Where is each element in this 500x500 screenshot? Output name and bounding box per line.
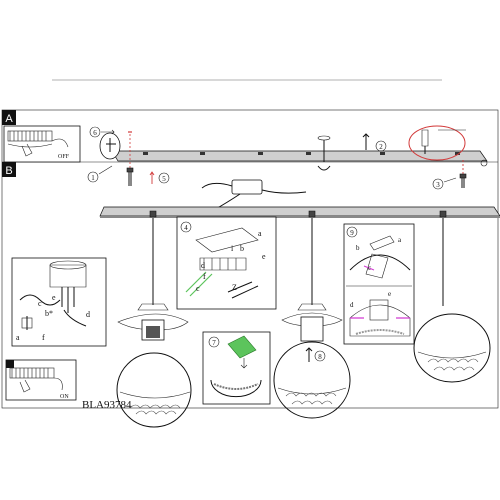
step-5: 5 bbox=[149, 171, 170, 184]
wiring-callout-e: e bbox=[262, 252, 266, 261]
left-pendant bbox=[116, 303, 192, 428]
wiring-callout-f: f bbox=[203, 272, 206, 281]
step9-callout-a: a bbox=[398, 236, 402, 244]
step-9-wiring-box: 9 a b c d e bbox=[343, 223, 415, 345]
on-label: ON bbox=[60, 394, 69, 400]
step-1-number: 1 bbox=[91, 174, 95, 182]
detail-callout-c: c bbox=[38, 299, 42, 308]
step-1: 1 bbox=[87, 165, 113, 183]
step-5-number: 5 bbox=[162, 175, 166, 183]
fixture-bar bbox=[99, 206, 500, 218]
step9-callout-b: b bbox=[356, 244, 360, 252]
ceiling-hook bbox=[317, 135, 331, 171]
step-6: 6 bbox=[89, 126, 115, 138]
step-9-number: 9 bbox=[350, 229, 354, 237]
step-7-crystal-box: 7 bbox=[202, 331, 271, 405]
step-4-number: 4 bbox=[184, 224, 188, 232]
wiring-callout-d: d bbox=[201, 261, 205, 270]
breaker-off-inset: OFF bbox=[3, 125, 81, 163]
model-code: BLA93784 bbox=[82, 399, 132, 411]
step9-callout-e: e bbox=[388, 290, 391, 298]
step-2-number: 2 bbox=[379, 143, 383, 151]
step-6-number: 6 bbox=[93, 129, 97, 137]
step9-callout-d: d bbox=[350, 301, 354, 309]
section-a-tab: A bbox=[2, 110, 16, 125]
step-8: 8 bbox=[305, 347, 326, 362]
right-wall-plug bbox=[459, 159, 488, 188]
detail-callout-f: f bbox=[42, 333, 45, 342]
ceiling-mounting-bar bbox=[111, 150, 488, 162]
breaker-on-inset: ON bbox=[5, 359, 77, 401]
crystal-fillings bbox=[129, 358, 479, 415]
section-b-tab: B bbox=[2, 162, 16, 177]
centre-pendant bbox=[273, 303, 351, 419]
detail-callout-d: d bbox=[86, 310, 90, 319]
step9-callout-c: c bbox=[368, 264, 371, 272]
off-label: OFF bbox=[58, 154, 70, 160]
step-3: 3 bbox=[432, 177, 457, 190]
section-a-label: A bbox=[5, 113, 13, 125]
canopy-wiring-detail: c b* e d a f bbox=[11, 257, 107, 347]
step-2: 2 bbox=[362, 133, 387, 152]
wiring-callout-i: i bbox=[231, 244, 234, 253]
crystal-pack-icon bbox=[227, 335, 257, 359]
step-7-number: 7 bbox=[212, 339, 216, 347]
right-pendant bbox=[413, 313, 491, 383]
outer-frame bbox=[1, 109, 499, 409]
connection-cable bbox=[201, 179, 307, 211]
step-4-wiring-box: 4 a b i e d f c Z bbox=[176, 216, 277, 310]
wiring-callout-c: c bbox=[196, 284, 200, 293]
pendant-cables bbox=[149, 210, 447, 306]
left-wall-plug bbox=[99, 131, 134, 186]
wiring-callout-z: Z bbox=[232, 283, 237, 292]
detail-callout-e: e bbox=[52, 293, 56, 302]
step-3-number: 3 bbox=[436, 181, 440, 189]
wiring-callout-a: a bbox=[258, 229, 262, 238]
detail-callout-a: a bbox=[16, 333, 20, 342]
drill-detail bbox=[408, 125, 466, 161]
step-8-number: 8 bbox=[318, 353, 322, 361]
wiring-callout-b: b bbox=[240, 244, 244, 253]
detail-callout-b-star: b* bbox=[45, 309, 53, 318]
section-b-label: B bbox=[5, 165, 12, 177]
